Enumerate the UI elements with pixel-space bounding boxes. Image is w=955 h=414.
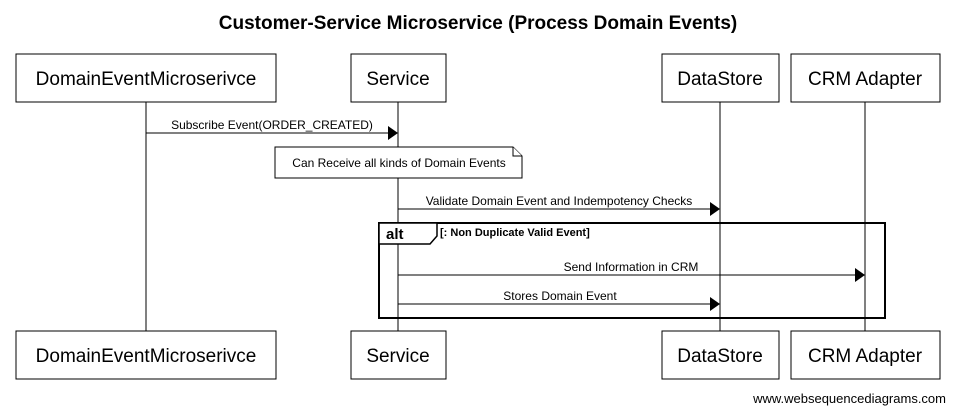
participant-datastore-bottom: DataStore <box>661 330 780 380</box>
arrow-head <box>710 297 720 311</box>
arrow-head <box>855 268 865 282</box>
footer-watermark: www.websequencediagrams.com <box>752 391 946 406</box>
participant-domain-event-microservice-top: DomainEventMicroserivce <box>15 53 277 103</box>
participant-label: Service <box>366 69 429 90</box>
participant-datastore-top: DataStore <box>661 53 780 103</box>
alt-frame-keyword: alt <box>386 226 404 243</box>
participant-label: DomainEventMicroserivce <box>36 69 257 90</box>
participant-domain-event-microservice-bottom: DomainEventMicroserivce <box>15 330 277 380</box>
participant-crm-adapter-bottom: CRM Adapter <box>790 330 941 380</box>
note-label: Can Receive all kinds of Domain Events <box>292 156 505 170</box>
message-subscribe-event: Subscribe Event(ORDER_CREATED) <box>146 118 398 140</box>
message-stores-domain-event: Stores Domain Event <box>398 289 720 311</box>
message-validate-domain-event: Validate Domain Event and Indempotency C… <box>398 194 720 216</box>
message-label: Stores Domain Event <box>503 289 617 303</box>
participant-crm-adapter-top: CRM Adapter <box>790 53 941 103</box>
participant-label: Service <box>366 346 429 367</box>
participant-label: DomainEventMicroserivce <box>36 346 257 367</box>
message-send-information-crm: Send Information in CRM <box>398 260 865 282</box>
participant-service-top: Service <box>350 53 447 103</box>
arrow-head <box>388 126 398 140</box>
message-label: Subscribe Event(ORDER_CREATED) <box>171 118 373 132</box>
participant-label: DataStore <box>677 346 763 367</box>
participant-service-bottom: Service <box>350 330 447 380</box>
participant-label: CRM Adapter <box>808 69 923 90</box>
message-label: Validate Domain Event and Indempotency C… <box>426 194 693 208</box>
alt-frame-tab <box>378 222 438 245</box>
participant-label: DataStore <box>677 69 763 90</box>
alt-frame: alt [: Non Duplicate Valid Event] <box>378 222 886 319</box>
message-label: Send Information in CRM <box>564 260 699 274</box>
participant-label: CRM Adapter <box>808 346 923 367</box>
note-receive-domain-events: Can Receive all kinds of Domain Events <box>274 146 523 179</box>
diagram-title: Customer-Service Microservice (Process D… <box>219 13 738 34</box>
arrow-head <box>710 202 720 216</box>
alt-frame-condition: [: Non Duplicate Valid Event] <box>440 227 590 239</box>
